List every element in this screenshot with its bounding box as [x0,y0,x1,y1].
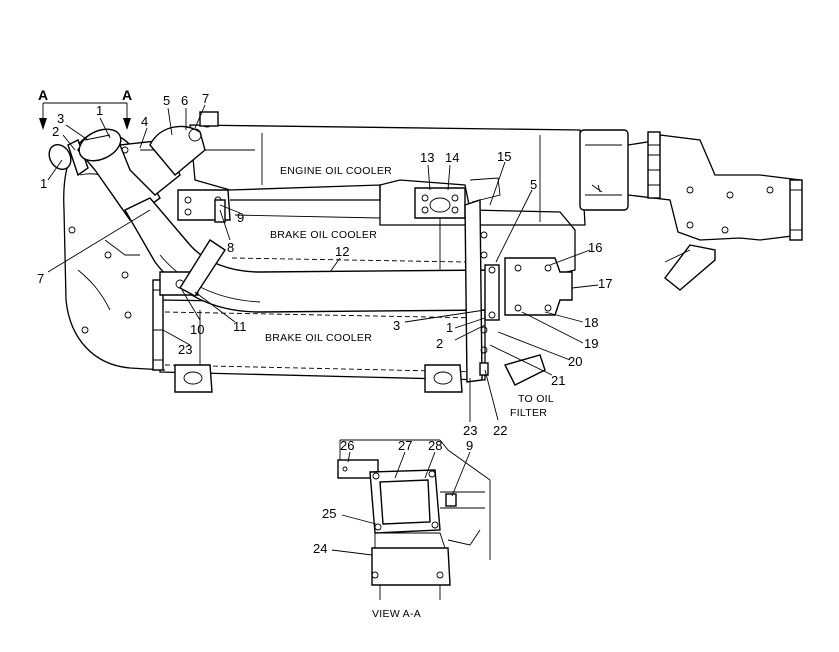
callout-4: 4 [141,114,148,129]
callout-19: 19 [584,336,598,351]
callout-2: 2 [52,124,59,139]
label-engine-oil-cooler: ENGINE OIL COOLER [280,165,392,177]
section-cut-line [39,102,131,130]
callout-13: 13 [420,150,434,165]
callout-18: 18 [584,315,598,330]
callout-14: 14 [445,150,459,165]
label-view-aa: VIEW A-A [372,608,421,620]
section-mark-left: A [38,87,48,103]
callout-12: 12 [335,244,349,259]
callout-10: 10 [190,322,204,337]
callout-24: 24 [313,541,327,556]
callout-9: 9 [466,438,473,453]
label-brake-oil-cooler-lower: BRAKE OIL COOLER [265,332,372,344]
callout-25: 25 [322,506,336,521]
callout-3: 3 [57,111,64,126]
callout-28: 28 [428,438,442,453]
callout-3: 3 [393,318,400,333]
callout-21: 21 [551,373,565,388]
label-to-oil: TO OIL [518,393,554,405]
callout-8: 8 [227,240,234,255]
callout-20: 20 [568,354,582,369]
callout-11: 11 [233,319,247,334]
leader-lines [47,104,599,556]
callout-2: 2 [436,336,443,351]
engine-oil-cooler-housing [189,124,629,226]
callout-6: 6 [181,93,188,108]
brake-oil-cooler-upper [230,179,576,300]
callout-7: 7 [37,271,44,286]
label-filter: FILTER [510,407,547,419]
to-oil-filter-outlet [503,354,546,386]
callout-5: 5 [530,177,537,192]
callout-27: 27 [398,438,412,453]
callout-1: 1 [40,176,47,191]
callout-1: 1 [446,320,453,335]
callout-16: 16 [588,240,602,255]
callout-7: 7 [202,91,209,106]
right-pipe-assembly [627,131,803,291]
callout-23: 23 [178,342,192,357]
callout-1: 1 [96,103,103,118]
tube-assembly-12 [124,197,573,321]
callout-23: 23 [463,423,477,438]
callout-15: 15 [497,149,511,164]
inlet-elbow [48,111,219,221]
callout-17: 17 [598,276,612,291]
callout-5: 5 [163,93,170,108]
callout-22: 22 [493,423,507,438]
view-aa-detail [337,439,491,600]
label-brake-oil-cooler-upper: BRAKE OIL COOLER [270,229,377,241]
callout-26: 26 [340,438,354,453]
callout-9: 9 [237,210,244,225]
section-mark-right: A [122,87,132,103]
